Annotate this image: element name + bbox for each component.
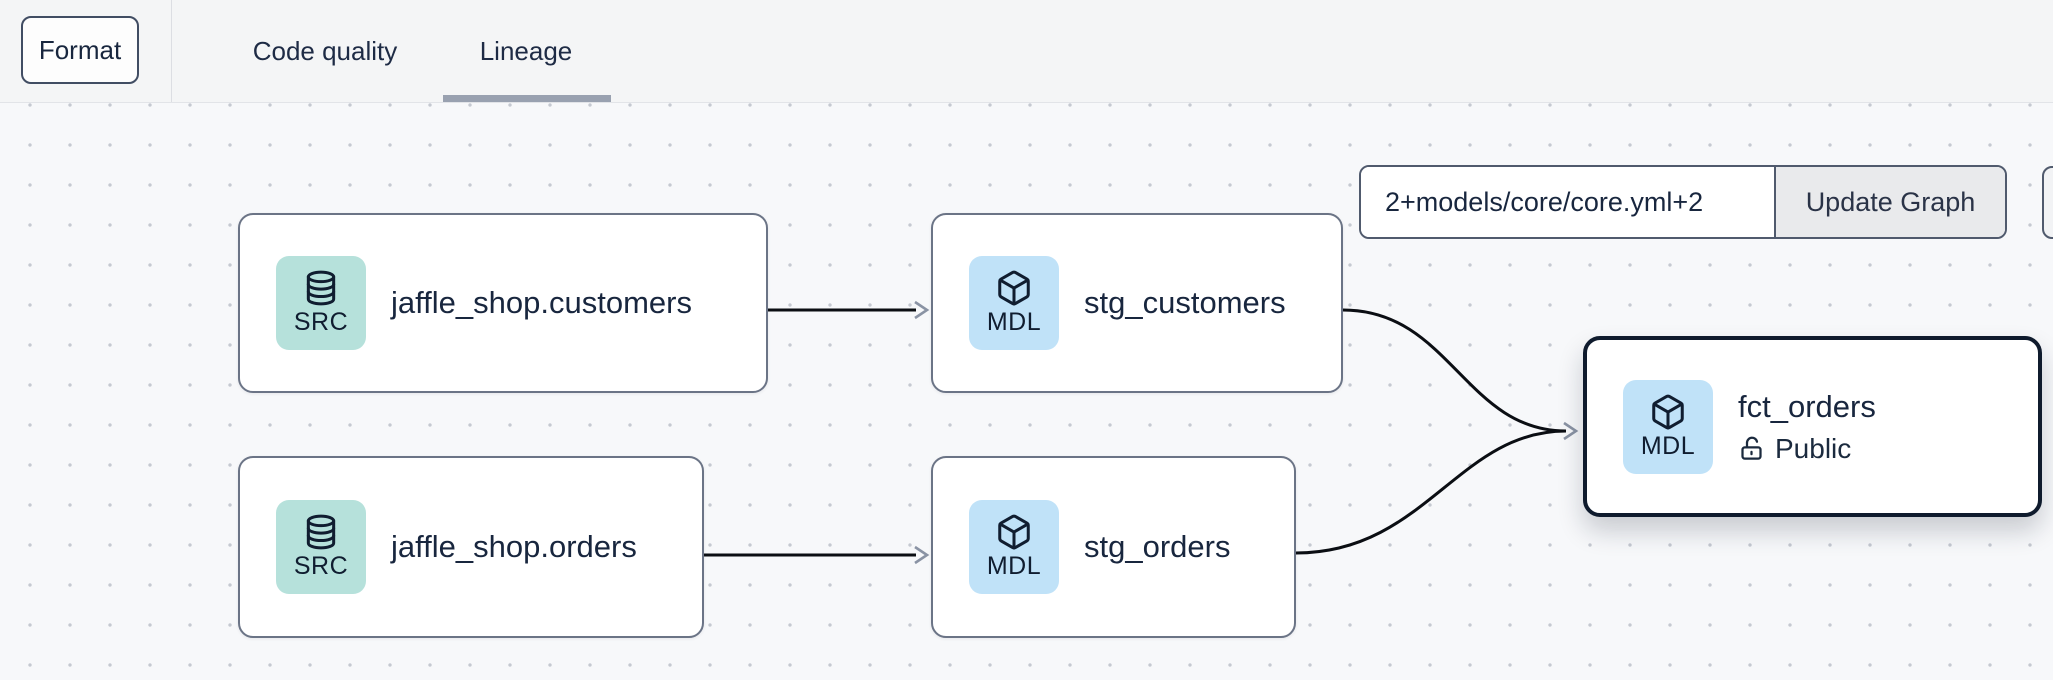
node-type-label: MDL [1640, 431, 1696, 460]
node-access-label: Public [1775, 432, 1852, 464]
selector-input[interactable] [1361, 167, 1774, 237]
node-label: jaffle_shop.customers [391, 285, 692, 320]
toolbar-divider [171, 0, 172, 102]
node-type-label: MDL [986, 308, 1042, 336]
database-icon [302, 269, 340, 307]
model-type-badge: MDL [969, 256, 1059, 350]
tab-lineage[interactable]: Lineage [479, 35, 573, 66]
model-type-badge: MDL [969, 500, 1059, 594]
cube-icon [995, 269, 1033, 307]
node-label: fct_orders [1738, 388, 1876, 424]
clipped-toolbar-button[interactable] [2042, 166, 2053, 239]
node-fct-orders[interactable]: MDL fct_orders Public [1583, 336, 2042, 517]
cube-icon [1649, 393, 1687, 431]
node-access-row: Public [1738, 433, 1876, 465]
cube-icon [995, 513, 1033, 551]
lineage-selector-group: Update Graph [1359, 165, 2007, 239]
node-stg-orders[interactable]: MDL stg_orders [931, 456, 1296, 638]
source-type-badge: SRC [276, 500, 366, 594]
node-label: stg_customers [1084, 285, 1286, 320]
node-type-label: SRC [293, 552, 349, 580]
model-type-badge: MDL [1623, 379, 1713, 474]
editor-toolbar: Format Code quality Lineage [0, 0, 2053, 103]
node-label: jaffle_shop.orders [391, 529, 637, 564]
node-jaffle-shop-orders[interactable]: SRC jaffle_shop.orders [238, 456, 704, 638]
format-button[interactable]: Format [21, 16, 139, 84]
node-label: stg_orders [1084, 529, 1231, 564]
node-type-label: MDL [986, 552, 1042, 580]
active-tab-underline [443, 95, 611, 102]
unlock-icon [1738, 435, 1765, 462]
node-stg-customers[interactable]: MDL stg_customers [931, 213, 1343, 393]
node-type-label: SRC [293, 308, 349, 336]
source-type-badge: SRC [276, 256, 366, 350]
node-jaffle-shop-customers[interactable]: SRC jaffle_shop.customers [238, 213, 768, 393]
database-icon [302, 513, 340, 551]
tab-code-quality[interactable]: Code quality [252, 35, 398, 66]
update-graph-button[interactable]: Update Graph [1774, 167, 2005, 237]
